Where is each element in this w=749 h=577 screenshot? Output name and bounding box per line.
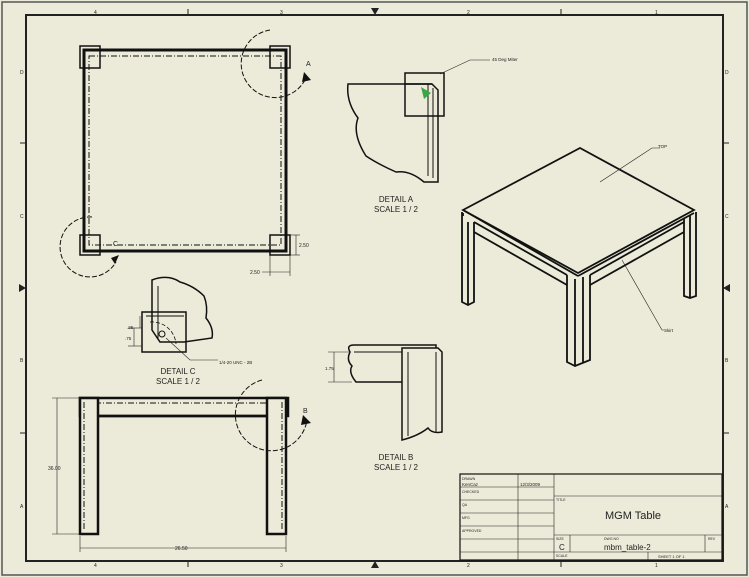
rev-label: REV (708, 537, 716, 541)
front-view-leg-left (78, 396, 100, 536)
detail-a-leg (404, 72, 445, 117)
title-label: TITLE (556, 498, 566, 502)
title-block: DRAWN KenCaz 12/3/2009 CHECKED QA MFG AP… (459, 473, 723, 561)
top-view-dimensions (262, 234, 300, 276)
leg-corner (269, 234, 291, 256)
row-label: B (20, 358, 24, 364)
sheet-size: C (559, 543, 565, 552)
detail-b-scale: SCALE 1 / 2 (374, 463, 419, 472)
miter-leader (439, 59, 490, 75)
iso-leg-front (566, 275, 591, 367)
detail-b-leg (401, 347, 443, 441)
dim-36-00: 36.00 (48, 466, 61, 472)
front-view-dimensions (52, 397, 287, 552)
iso-table-top (461, 146, 696, 275)
qa-label: QA (462, 503, 468, 507)
miter-annotation: 45 Deg Miter (492, 57, 518, 62)
scale-label: SCALE (556, 554, 568, 558)
col-label: 1 (655, 10, 658, 16)
dim-2-50-horizontal: 2.50 (250, 270, 260, 276)
iso-skirt-right (589, 221, 685, 276)
front-view: B 36.00 26.50 (48, 379, 311, 552)
detail-b-title: DETAIL B (379, 453, 414, 462)
top-view-hidden-outline (88, 55, 282, 246)
col-label: 3 (280, 563, 283, 569)
bolt-hole (158, 330, 166, 338)
row-label: C (20, 214, 24, 220)
drawing-number: mbm_table-2 (604, 543, 651, 552)
top-annotation: TOP (658, 144, 667, 149)
col-label: 3 (280, 10, 283, 16)
bolt-leader (165, 337, 218, 361)
detail-b-arrow (301, 415, 311, 425)
checked-label: CHECKED (462, 490, 480, 494)
iso-skirt-left (473, 221, 568, 276)
drawn-date: 12/3/2009 (520, 482, 541, 487)
col-label: 2 (467, 563, 470, 569)
top-leader (599, 147, 660, 183)
front-view-leg-right (265, 396, 288, 536)
drawing-title: MGM Table (605, 510, 661, 522)
detail-b-callout-letter: B (303, 408, 308, 415)
drawn-by: KenCaz (462, 482, 479, 487)
bolt-annotation: 1/4-20 UNC - 2B (219, 360, 252, 365)
dim-0-25: .25 (127, 325, 134, 330)
dwg-no-label: DWG NO (604, 537, 619, 541)
col-label: 2 (467, 10, 470, 16)
detail-c-view: .25 .75 1/4-20 UNC - 2B DETAIL C SCALE 1… (125, 276, 252, 386)
top-view-outline (82, 48, 288, 253)
detail-a-circle (240, 29, 307, 99)
row-label: D (20, 70, 24, 76)
detail-c-arrow (111, 255, 119, 264)
leg-corner (269, 45, 291, 69)
top-view: A C 2.50 2.50 (59, 29, 311, 278)
col-label: 1 (655, 563, 658, 569)
mfg-label: MFG (462, 516, 470, 520)
approved-label: APPROVED (462, 529, 482, 533)
dim-1-75: 1.75 (325, 366, 334, 371)
front-view-apron (78, 396, 290, 418)
row-label: C (725, 214, 729, 220)
zone-labels: 4 3 2 1 4 3 2 1 D C B A D C B A (20, 10, 729, 569)
detail-c-callout-letter: C (113, 241, 118, 248)
detail-b-skirt (347, 344, 437, 383)
detail-c-top-piece (151, 276, 214, 343)
detail-a-top-piece (346, 83, 439, 183)
cursor-icon (421, 87, 431, 99)
detail-a-callout-letter: A (306, 61, 311, 68)
dim-26-50: 26.50 (175, 546, 188, 552)
detail-c-scale: SCALE 1 / 2 (156, 377, 201, 386)
isometric-view (461, 146, 697, 367)
detail-a-title: DETAIL A (379, 195, 414, 204)
col-label: 4 (94, 10, 97, 16)
col-label: 4 (94, 563, 97, 569)
leg-corner (79, 45, 101, 69)
drawn-label: DRAWN (462, 477, 476, 481)
row-label: B (725, 358, 729, 364)
dim-2-50-vertical: 2.50 (299, 243, 309, 249)
sheet-number: SHEET 1 OF 1 (658, 554, 685, 559)
center-marks (19, 8, 730, 568)
detail-c-title: DETAIL C (160, 367, 195, 376)
size-label: SIZE (556, 537, 564, 541)
leg-corner (79, 234, 101, 256)
row-label: D (725, 70, 729, 76)
dim-0-75: .75 (125, 336, 132, 341)
detail-c-leg (141, 311, 187, 353)
detail-c-circle (59, 216, 117, 278)
skirt-leader (621, 259, 664, 331)
row-label: A (725, 504, 729, 510)
detail-a-arrow (302, 72, 311, 82)
skirt-annotation: Skirt (664, 328, 674, 333)
detail-b-circle (234, 379, 308, 452)
detail-b-dimensions (328, 351, 352, 383)
row-label: A (20, 504, 24, 510)
detail-c-dimensions (128, 316, 142, 347)
detail-a-view: 45 Deg Miter DETAIL A SCALE 1 / 2 (346, 57, 518, 214)
detail-a-scale: SCALE 1 / 2 (374, 205, 419, 214)
detail-b-view: 1.75 DETAIL B SCALE 1 / 2 (325, 344, 443, 472)
